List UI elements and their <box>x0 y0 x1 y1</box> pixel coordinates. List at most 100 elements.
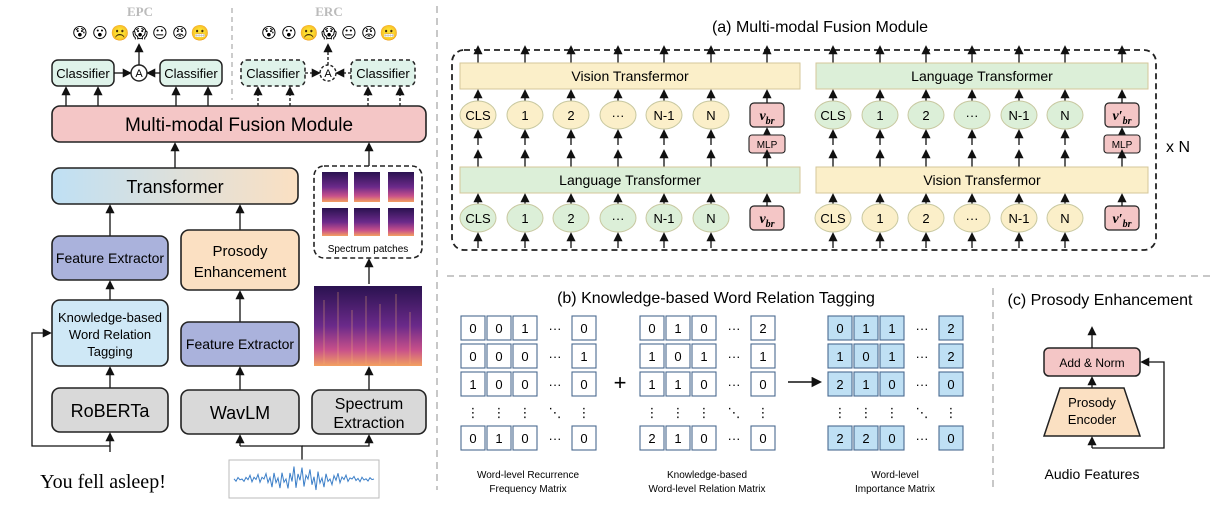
emotion-icon: 😬 <box>191 24 210 42</box>
transformer-bar <box>815 62 1149 90</box>
panel-a-title: (a) Multi-modal Fusion Module <box>712 19 928 36</box>
matrix-cell <box>691 315 717 341</box>
emotion-icon: ☹️ <box>300 24 319 42</box>
token-label: CLS <box>820 108 846 123</box>
kb-tagging-line-1: Knowledge-based <box>58 310 162 325</box>
classifier-box-erc-2 <box>350 59 416 87</box>
transformer-bar-label: Language Transformer <box>559 172 701 188</box>
wavlm-label: WavLM <box>210 403 270 423</box>
matrix-cell <box>460 343 486 369</box>
matrix-ellipsis: ⋮ <box>834 405 847 420</box>
matrix-cell <box>512 315 538 341</box>
matrix-cell <box>571 371 597 397</box>
matrix-value: 0 <box>580 377 587 392</box>
matrix-cell <box>750 371 776 397</box>
token-label: CLS <box>465 211 491 226</box>
matrix-cell <box>486 315 512 341</box>
transformer-label: Transformer <box>126 177 223 197</box>
matrix-cell <box>938 343 964 369</box>
matrix-value: 0 <box>521 377 528 392</box>
token-label: ··· <box>966 211 979 226</box>
matrix-cell <box>665 371 691 397</box>
matrix-ellipsis: ··· <box>728 321 741 336</box>
classifier-label-erc-1: Classifier <box>246 66 300 81</box>
token-label: CLS <box>820 211 846 226</box>
matrix-value: 0 <box>521 431 528 446</box>
token-ellipse <box>645 100 683 130</box>
matrix-value: 1 <box>888 349 895 364</box>
matrix-ellipsis: ··· <box>916 377 929 392</box>
matrix-value: 1 <box>469 377 476 392</box>
token-ellipse <box>953 203 991 233</box>
matrix-cell <box>691 425 717 451</box>
residual-connection <box>1092 357 1165 449</box>
roberta-label: RoBERTa <box>71 401 151 421</box>
token-ellipse <box>692 100 730 130</box>
matrix-cell <box>460 425 486 451</box>
token-ellipse <box>645 203 683 233</box>
matrix-ellipsis: ⋮ <box>672 405 685 420</box>
matrix-ellipsis: ⋮ <box>519 405 532 420</box>
matrix-cell <box>486 343 512 369</box>
token-label: N-1 <box>654 108 675 123</box>
matrix-value: 0 <box>947 377 954 392</box>
matrix-cell <box>938 425 964 451</box>
matrix-value: 0 <box>580 431 587 446</box>
emotion-icon: 😮 <box>281 25 297 42</box>
matrix-ellipsis: ··· <box>916 321 929 336</box>
mlp-label: MLP <box>757 140 778 151</box>
matrix-cell <box>639 315 665 341</box>
matrix-cell <box>827 371 853 397</box>
matrix-value: 1 <box>648 377 655 392</box>
matrix-cell <box>639 343 665 369</box>
matrix-cell <box>827 425 853 451</box>
prosody-line-1: Prosody <box>212 243 268 260</box>
transformer-bar-label: Vision Transfermor <box>571 68 689 84</box>
matrix-caption-line-2: Frequency Matrix <box>489 484 566 495</box>
matrix-cell <box>691 371 717 397</box>
kb-tagging-line-3: Tagging <box>87 344 133 359</box>
matrix-cell <box>750 343 776 369</box>
matrix-ellipsis: ⋮ <box>757 405 770 420</box>
matrix-value: 0 <box>947 431 954 446</box>
prosody-encoder-trapezoid <box>1042 387 1142 437</box>
token-ellipse <box>552 100 590 130</box>
matrix-cell <box>938 315 964 341</box>
matrix-value: 0 <box>700 377 707 392</box>
token-ellipse <box>599 203 637 233</box>
matrix-value: 1 <box>862 321 869 336</box>
token-label: N <box>706 108 715 123</box>
token-ellipse <box>599 100 637 130</box>
matrix-cell <box>853 343 879 369</box>
matrix-caption-line-2: Importance Matrix <box>855 484 935 495</box>
matrix-value: 2 <box>836 431 843 446</box>
matrix-ellipsis: ⋮ <box>493 405 506 420</box>
matrix-ellipsis: ⋮ <box>698 405 711 420</box>
matrix-ellipsis: ··· <box>549 321 562 336</box>
spectrum-extraction-box <box>311 389 427 435</box>
emotion-icon: 😐 <box>152 25 168 42</box>
token-label: 1 <box>876 211 883 226</box>
matrix-value: 2 <box>759 321 766 336</box>
matrix-value: 0 <box>469 321 476 336</box>
matrix-value: 0 <box>759 431 766 446</box>
spectrum-extraction-line-2: Extraction <box>333 415 404 432</box>
matrix-ellipsis: ⋮ <box>578 405 591 420</box>
matrix-caption-line-1: Knowledge-based <box>667 470 747 481</box>
token-label: 1 <box>876 108 883 123</box>
fusion-module-label: Multi-modal Fusion Module <box>125 115 353 136</box>
token-label: N-1 <box>1009 211 1030 226</box>
matrix-cell <box>853 371 879 397</box>
token-label: ··· <box>966 108 979 123</box>
epc-label: EPC <box>127 4 153 19</box>
matrix-cell <box>938 371 964 397</box>
token-ellipse <box>692 203 730 233</box>
token-ellipse <box>861 203 899 233</box>
transformer-box <box>51 167 299 205</box>
transformer-bar <box>459 62 801 90</box>
emotion-icon: 😮 <box>92 25 108 42</box>
token-label: ··· <box>612 211 625 226</box>
matrix-value: 0 <box>862 349 869 364</box>
waveform-frame <box>228 459 380 499</box>
